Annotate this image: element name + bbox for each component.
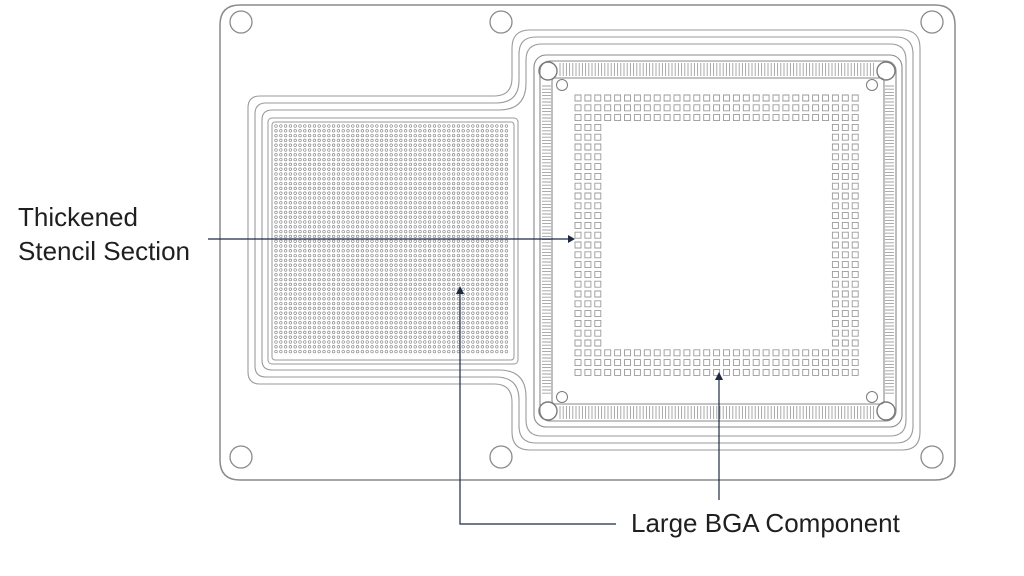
thickened-label-line2: Stencil Section bbox=[18, 236, 190, 266]
aperture-dots bbox=[274, 124, 509, 354]
mounting-hole bbox=[920, 445, 944, 469]
arrow-marker bbox=[715, 372, 723, 380]
bga-frame bbox=[533, 54, 903, 428]
arrow-marker bbox=[568, 235, 575, 243]
arrow-marker bbox=[456, 286, 464, 294]
mounting-hole bbox=[229, 10, 253, 34]
callout-markers bbox=[456, 235, 723, 380]
mounting-holes bbox=[229, 10, 944, 469]
bga-edge-ticks bbox=[542, 63, 894, 419]
bga-pads bbox=[574, 94, 859, 376]
thickened-label-line1: Thickened bbox=[18, 202, 138, 232]
mounting-hole bbox=[229, 445, 253, 469]
step-region-contours bbox=[247, 29, 921, 451]
fiducial bbox=[876, 61, 896, 81]
fiducial-small bbox=[556, 391, 568, 403]
fiducial bbox=[538, 401, 558, 421]
thickened-aperture-grid bbox=[274, 124, 509, 354]
bga-corner-fiducials bbox=[538, 61, 896, 421]
stencil-plate-outline bbox=[219, 4, 956, 481]
mounting-hole bbox=[489, 10, 513, 34]
fiducial bbox=[538, 61, 558, 81]
thickened-stencil-label: Thickened Stencil Section bbox=[18, 200, 190, 268]
bga-component-label: Large BGA Component bbox=[631, 508, 900, 538]
callout-leaders bbox=[208, 238, 720, 525]
fiducial bbox=[876, 401, 896, 421]
fiducial-small bbox=[866, 79, 878, 91]
thickened-section-frame bbox=[267, 117, 519, 365]
mounting-hole bbox=[920, 10, 944, 34]
leader-bga-left bbox=[459, 292, 616, 525]
mounting-hole bbox=[489, 445, 513, 469]
fiducial-small bbox=[866, 391, 878, 403]
bga-pad-array bbox=[574, 94, 859, 376]
fiducial-small bbox=[556, 79, 568, 91]
tick-marks bbox=[542, 63, 894, 419]
